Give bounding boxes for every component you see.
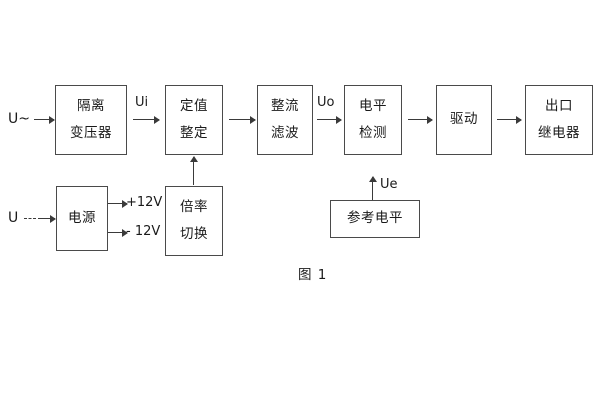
block-drive-line-1: 驱动 xyxy=(450,111,478,128)
block-setting-value: 定值 整定 xyxy=(165,85,223,155)
plus-12v-label: +12V xyxy=(126,195,163,210)
minus-12v-label: - 12V xyxy=(126,224,161,239)
arrow-level-detection-to-drive xyxy=(408,119,432,121)
arrow-isolation-transformer-to-setting-value xyxy=(133,119,159,121)
block-output-relay-line-2: 继电器 xyxy=(538,124,580,141)
ue-signal-label: Ue xyxy=(380,177,398,192)
arrow-ac-input-to-isolation-transformer xyxy=(34,119,54,121)
block-reference-level-line-1: 参考电平 xyxy=(347,210,403,227)
dc-input-label: U xyxy=(8,210,19,226)
block-level-detection-line-2: 检测 xyxy=(359,124,387,141)
block-multiplier-switch-line-1: 倍率 xyxy=(180,199,208,215)
dc-input-dashed-line xyxy=(24,218,36,219)
block-level-detection: 电平 检测 xyxy=(344,85,402,155)
block-rectify-filter: 整流 滤波 xyxy=(257,85,313,155)
block-isolation-transformer-line-2: 变压器 xyxy=(70,124,112,141)
arrow-power-supply-to-minus12v xyxy=(108,232,127,234)
block-reference-level: 参考电平 xyxy=(330,200,420,238)
block-level-detection-line-1: 电平 xyxy=(359,98,387,114)
figure-caption: 图 1 xyxy=(298,267,328,283)
arrow-rectify-filter-to-level-detection xyxy=(317,119,341,121)
block-output-relay-line-1: 出口 xyxy=(545,98,573,114)
block-multiplier-switch-line-2: 切换 xyxy=(180,225,208,242)
block-rectify-filter-line-1: 整流 xyxy=(271,98,299,114)
block-rectify-filter-line-2: 滤波 xyxy=(271,124,299,141)
block-isolation-transformer-line-1: 隔离 xyxy=(77,98,105,114)
ac-input-label: U~ xyxy=(8,111,30,127)
arrow-multiplier-switch-to-setting-value xyxy=(193,157,195,185)
arrow-drive-to-output-relay xyxy=(497,119,521,121)
block-multiplier-switch: 倍率 切换 xyxy=(165,186,223,256)
block-setting-value-line-1: 定值 xyxy=(180,98,208,114)
arrow-dc-input-to-power-supply xyxy=(38,218,55,220)
arrow-reference-level-to-level-detection xyxy=(372,177,374,200)
block-power-supply: 电源 xyxy=(56,186,108,251)
arrow-setting-value-to-rectify-filter xyxy=(229,119,255,121)
block-isolation-transformer: 隔离 变压器 xyxy=(55,85,127,155)
block-drive: 驱动 xyxy=(436,85,492,155)
block-power-supply-line-1: 电源 xyxy=(68,209,96,226)
uo-signal-label: Uo xyxy=(317,95,335,110)
ui-signal-label: Ui xyxy=(135,95,149,110)
block-setting-value-line-2: 整定 xyxy=(180,124,208,141)
arrow-power-supply-to-plus12v xyxy=(108,203,127,205)
block-output-relay: 出口 继电器 xyxy=(525,85,593,155)
